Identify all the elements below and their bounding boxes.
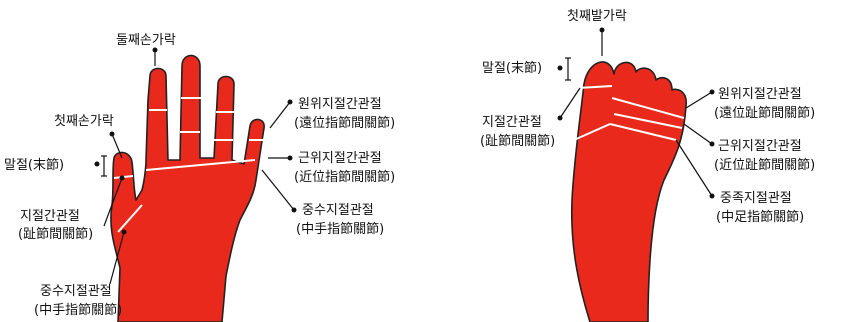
label-hand-dip-hanja: (遠位指節間關節) [294,116,395,131]
dot-hand-dip [287,99,293,105]
label-foot-ip-joint-hanja: (趾節間關節) [480,134,555,149]
dot-foot-dip [709,89,715,95]
label-thumb: 첫째손가락 [54,114,114,129]
label-hand-mcp-right: 중수지절관절 [302,203,374,218]
label-foot-ip-joint: 지절간관절 [482,115,542,130]
dot-foot-ip [557,115,563,121]
label-hand-ip-joint-hanja: (趾節間關節) [18,227,93,242]
label-hand-mcp-left: 중수지절관절 [40,284,112,299]
leader-hand-dip [269,101,291,129]
label-foot-mtp-hanja: (中足指節關節) [716,210,804,225]
label-hand-ip-joint: 지절간관절 [20,209,80,224]
foot-illustration [570,61,687,322]
foot-mtp-line-2 [609,123,677,141]
leader-thumb [111,133,123,159]
label-foot-pip: 근위지절간관절 [718,139,802,154]
label-foot-mtp: 중족지절관절 [720,191,792,206]
dot-second-finger [152,47,158,53]
dot-hand-ip [119,175,125,181]
dot-hand-mcp-left [121,229,127,235]
label-hand-mcp-left-hanja: (中手指節關節) [34,303,122,318]
leader-foot-ip [559,87,581,119]
label-foot-distal-phalanx: 말절(末節) [482,61,542,76]
dot-foot-mtp [709,193,715,199]
leader-hand-mcp-right [261,169,295,211]
label-hand-pip: 근위지절간관절 [298,151,382,166]
label-second-finger: 둘째손가락 [116,33,176,48]
label-foot-dip-hanja: (遠位趾節間關節) [714,106,815,121]
label-big-toe: 첫째발가락 [567,9,627,24]
label-hand-dip: 원위지절간관절 [298,97,382,112]
hand-silhouette [110,54,265,322]
leader-foot-mtp [675,139,713,197]
foot-pip-line [613,113,683,129]
label-hand-mcp-right-hanja: (中手指節關節) [296,222,384,237]
dot-hand-pip [287,155,293,161]
foot-silhouette [570,61,687,322]
dot-foot-distal [557,65,563,71]
foot-big-toe-ip [577,85,613,89]
leader-foot-pip [683,123,713,145]
foot-dip-line [611,97,685,119]
dot-hand-mcp-right [291,207,297,213]
dot-foot-pip [709,141,715,147]
foot-mtp-line [573,123,611,141]
leader-hand-mcp-left [109,231,125,285]
label-foot-pip-hanja: (近位趾節間關節) [714,158,815,173]
dot-big-toe [599,27,605,33]
dot-hand-distal [94,161,100,167]
hand-illustration [110,54,265,322]
label-foot-dip: 원위지절간관절 [718,87,802,102]
hand-thumb-mcp-joint [117,204,143,233]
label-hand-pip-hanja: (近位指節間關節) [294,170,395,185]
dot-thumb [109,131,115,137]
leader-foot-dip [685,91,713,109]
leader-hand-ip [103,177,123,227]
hand-mcp-line [145,159,256,171]
label-hand-distal-phalanx: 말절(末節) [4,158,64,173]
